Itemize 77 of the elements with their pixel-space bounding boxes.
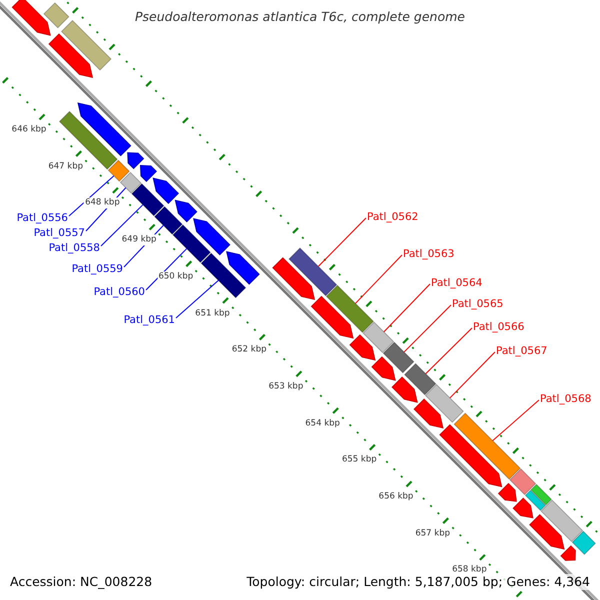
gene-bar bbox=[131, 183, 164, 216]
leader-line bbox=[449, 352, 496, 398]
gene-label: Patl_0556 bbox=[16, 211, 68, 225]
gene-block bbox=[226, 251, 260, 285]
gene-block bbox=[152, 178, 179, 204]
gene-block bbox=[512, 498, 534, 518]
gene-bar bbox=[424, 384, 464, 423]
leader-line bbox=[354, 254, 402, 304]
gene-bar bbox=[382, 342, 414, 374]
gene-label: Patl_0561 bbox=[124, 313, 175, 327]
leader-line bbox=[68, 175, 114, 216]
scale-label: 652 kbp bbox=[230, 344, 268, 356]
gene-label: Patl_0566 bbox=[473, 320, 524, 334]
gene-bar bbox=[60, 20, 112, 71]
gene-bar bbox=[362, 322, 394, 354]
scale-label: 649 kbp bbox=[120, 234, 158, 246]
gene-block bbox=[12, 0, 51, 36]
leader-line bbox=[146, 248, 188, 290]
leader-line bbox=[425, 328, 472, 374]
gene-block bbox=[193, 218, 230, 256]
gene-block bbox=[310, 296, 354, 339]
summary-text: Topology: circular; Length: 5,187,005 bp; Genes: 4,364 bbox=[246, 574, 590, 590]
gene-bar bbox=[572, 530, 596, 555]
gene-label: Patl_0562 bbox=[367, 210, 418, 224]
gene-bar bbox=[154, 206, 183, 235]
gene-label: Patl_0567 bbox=[496, 344, 548, 358]
gene-block bbox=[127, 152, 144, 170]
scale-label: 647 kbp bbox=[47, 161, 84, 172]
scale-label: 656 kbp bbox=[378, 492, 414, 502]
gene-bar bbox=[509, 468, 536, 496]
gene-bar bbox=[108, 160, 130, 182]
gene-bar bbox=[43, 2, 70, 28]
scale-label: 654 kbp bbox=[304, 418, 341, 430]
gene-label: Patl_0558 bbox=[48, 241, 100, 255]
leader-line bbox=[404, 304, 452, 353]
leader-line bbox=[176, 280, 219, 318]
gene-bar bbox=[288, 247, 338, 296]
gene-bar bbox=[540, 500, 584, 542]
leader-line bbox=[318, 218, 366, 267]
gene-bar bbox=[530, 484, 552, 506]
gene-bar bbox=[200, 252, 246, 298]
gene-block bbox=[439, 424, 502, 488]
gene-bar bbox=[172, 224, 211, 263]
gene-block bbox=[77, 102, 132, 156]
scale-label: 646 kbp bbox=[10, 124, 48, 136]
gene-block bbox=[498, 482, 517, 502]
gene-label: Patl_0568 bbox=[540, 392, 592, 406]
gene-block bbox=[529, 514, 565, 550]
gene-block bbox=[48, 33, 94, 78]
leader-line bbox=[100, 204, 144, 246]
scale-label: 657 kbp bbox=[414, 528, 451, 540]
scale-label: 651 kbp bbox=[194, 308, 231, 319]
gene-block bbox=[392, 376, 418, 403]
scale-label: 653 kbp bbox=[268, 381, 304, 392]
gene-label: Patl_0559 bbox=[72, 262, 123, 276]
scale-label: 650 kbp bbox=[157, 271, 194, 282]
gene-block bbox=[560, 545, 576, 561]
leader-line bbox=[492, 400, 540, 442]
gene-bar bbox=[404, 363, 436, 396]
gene-bar bbox=[326, 284, 374, 333]
scale-label: 658 kbp bbox=[451, 564, 488, 576]
gene-label: Patl_0565 bbox=[452, 297, 504, 311]
gene-label: Patl_0560 bbox=[94, 285, 145, 299]
scale-label: 648 kbp bbox=[84, 198, 121, 209]
leader-line bbox=[383, 284, 430, 332]
gene-label: Patl_0557 bbox=[34, 226, 85, 240]
gene-bar bbox=[454, 412, 521, 480]
accession-text: Accession: NC_008228 bbox=[10, 574, 152, 590]
title: Pseudoalteromonas atlantica T6c, complete genome bbox=[135, 9, 465, 24]
gene-block bbox=[414, 398, 444, 429]
scale-label: 655 kbp bbox=[340, 454, 378, 466]
gene-label: Patl_0564 bbox=[431, 276, 482, 290]
gene-bar bbox=[120, 172, 142, 194]
gene-block bbox=[371, 356, 396, 381]
gene-block bbox=[272, 257, 316, 300]
gene-bar bbox=[524, 490, 546, 511]
gene-label: Patl_0563 bbox=[403, 247, 454, 261]
